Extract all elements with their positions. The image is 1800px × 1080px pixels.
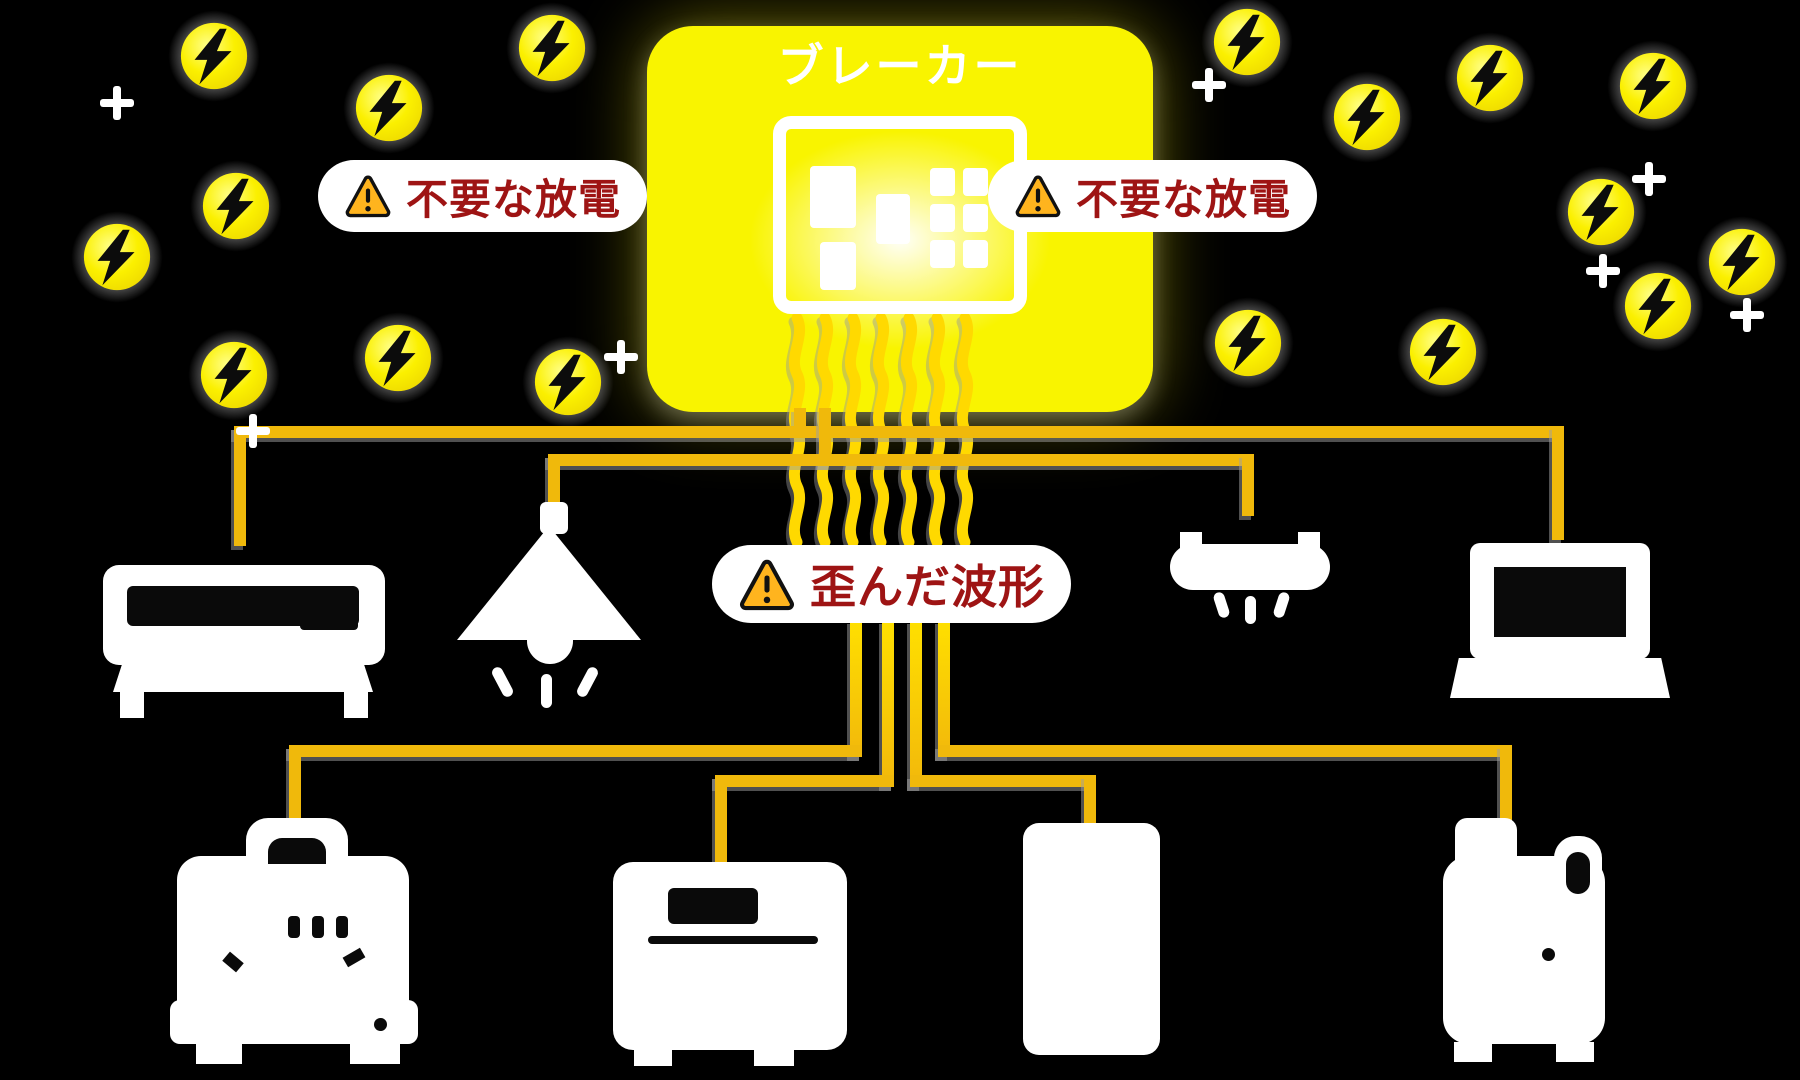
panel-switch bbox=[930, 204, 955, 232]
sparkle-icon bbox=[100, 86, 134, 120]
warning-text: 歪んだ波形 bbox=[810, 561, 1045, 613]
wire-center-1 bbox=[850, 620, 862, 757]
warning-text: 不要な放電 bbox=[1076, 175, 1292, 223]
wire-bottom-bus-right bbox=[938, 745, 1512, 757]
panel-switch bbox=[963, 204, 988, 232]
panel-switch bbox=[930, 168, 955, 196]
wire-drop-laptop bbox=[1552, 426, 1564, 540]
sparkle-icon bbox=[1586, 254, 1620, 288]
warning-label-left: 不要な放電 bbox=[318, 160, 648, 232]
panel-switch bbox=[930, 240, 955, 268]
wire-stub-lower bbox=[819, 408, 831, 466]
warning-text: 不要な放電 bbox=[406, 175, 622, 223]
lightning-bolt-icon bbox=[1549, 160, 1653, 264]
wire-drop-cooker bbox=[289, 745, 301, 819]
wire-inner-bus-right bbox=[910, 775, 1096, 787]
lightning-bolt-icon bbox=[1391, 300, 1495, 404]
wire-bottom-bus-left bbox=[289, 745, 862, 757]
wire-bus-upper bbox=[234, 426, 1564, 438]
wire-drop-kettle bbox=[1500, 745, 1512, 822]
lightning-bolt-icon bbox=[1601, 34, 1705, 138]
panel-switch bbox=[810, 166, 856, 228]
breaker-title: ブレーカー bbox=[777, 40, 1023, 92]
warning-label-right: 不要な放電 bbox=[988, 160, 1318, 232]
warning-label-center: 歪んだ波形 bbox=[712, 545, 1071, 623]
panel-switch bbox=[876, 194, 910, 244]
wire-drop-fridge bbox=[1084, 775, 1096, 827]
warning-triangle-icon bbox=[1015, 175, 1061, 218]
lightning-bolt-icon bbox=[1606, 254, 1710, 358]
panel-switch bbox=[963, 240, 988, 268]
wire-center-2 bbox=[882, 620, 894, 787]
wire-bus-lower bbox=[548, 454, 1254, 466]
lightning-bolt-icon bbox=[162, 4, 266, 108]
lightning-bolt-icon bbox=[516, 330, 620, 434]
lightning-bolt-icon bbox=[337, 56, 441, 160]
wire-drop-microwave bbox=[715, 775, 727, 866]
lightning-bolt-icon bbox=[182, 323, 286, 427]
warning-triangle-icon bbox=[740, 559, 794, 610]
panel-switch bbox=[963, 168, 988, 196]
lightning-bolt-icon bbox=[500, 0, 604, 100]
lightning-bolt-icon bbox=[1196, 291, 1300, 395]
lightning-bolt-icon bbox=[1315, 65, 1419, 169]
sparkle-icon bbox=[1192, 68, 1226, 102]
lightning-bolt-icon bbox=[65, 205, 169, 309]
wire-center-3 bbox=[910, 620, 922, 787]
lightning-bolt-icon bbox=[1690, 210, 1794, 314]
sparkle-icon bbox=[236, 414, 270, 448]
lightning-bolt-icon bbox=[346, 306, 450, 410]
sparkle-icon bbox=[1632, 162, 1666, 196]
wire-drop-pendant bbox=[548, 454, 560, 508]
lightning-bolt-icon bbox=[1438, 26, 1542, 130]
wire-inner-bus-left bbox=[715, 775, 894, 787]
sparkle-icon bbox=[1730, 298, 1764, 332]
panel-switch bbox=[820, 242, 856, 290]
sparkle-icon bbox=[604, 340, 638, 374]
wire-center-4 bbox=[938, 620, 950, 757]
wire-drop-aircon bbox=[234, 426, 246, 546]
warning-triangle-icon bbox=[345, 175, 391, 218]
lightning-bolt-icon bbox=[184, 154, 288, 258]
wire-drop-ceiling bbox=[1242, 454, 1254, 516]
